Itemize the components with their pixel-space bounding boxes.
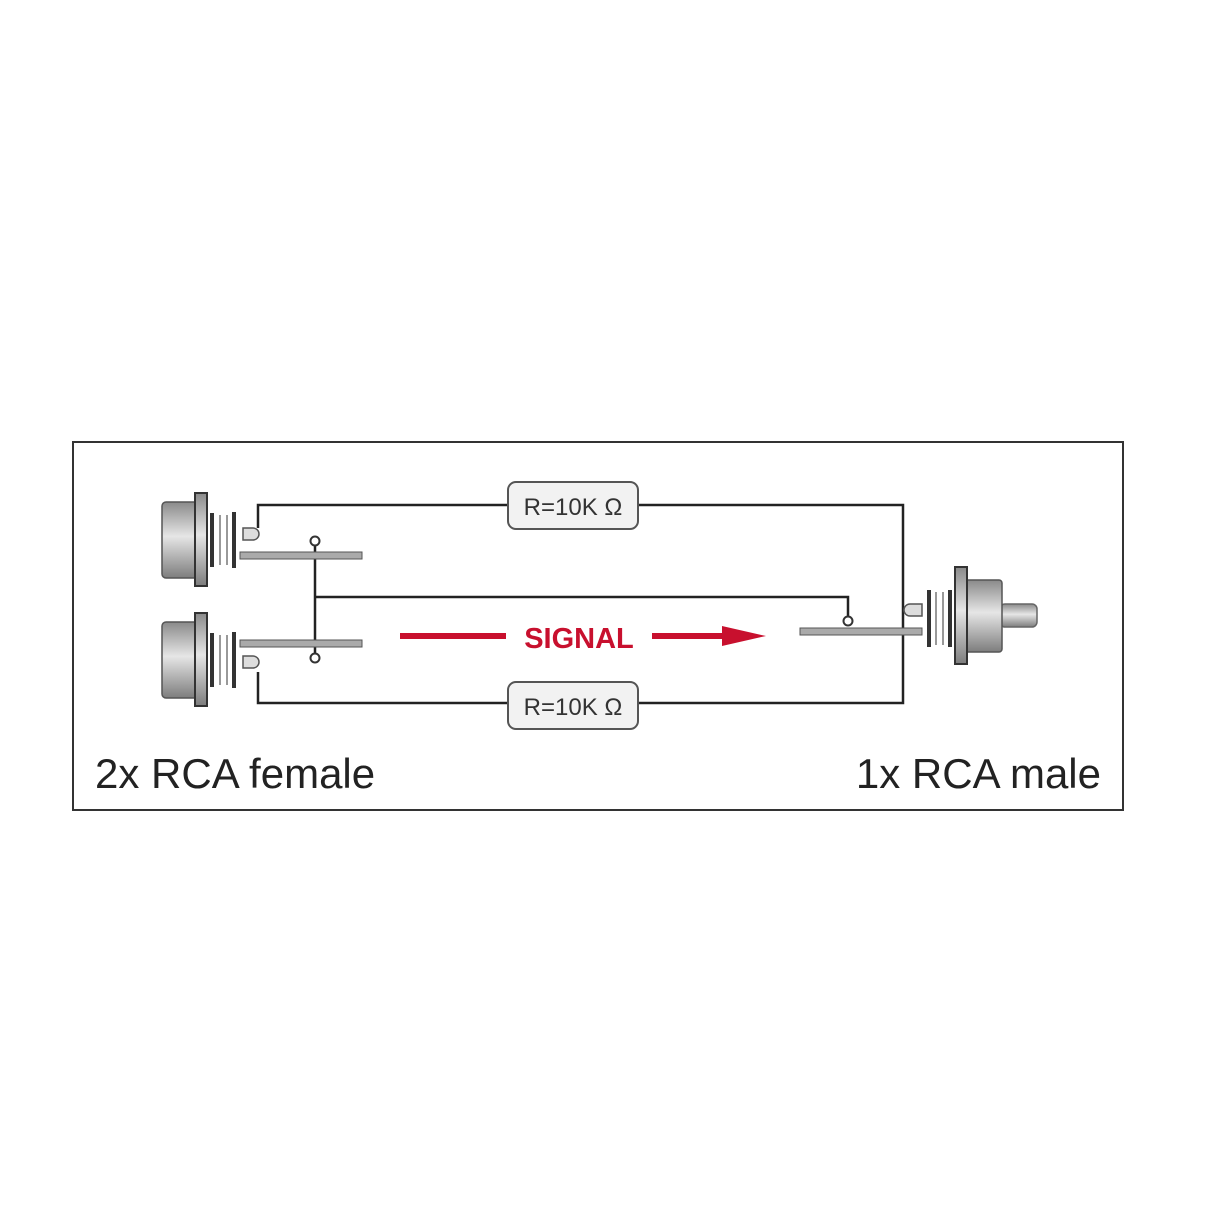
- resistor-top: R=10K Ω: [507, 481, 639, 530]
- rca-female-connector-2: [161, 612, 363, 707]
- right-connector-label: 1x RCA male: [856, 750, 1101, 797]
- rca-male-connector: [799, 566, 1038, 665]
- rca-female-connector-1: [161, 492, 363, 587]
- junction-dot: [309, 652, 321, 664]
- signal-arrow: SIGNAL: [400, 623, 766, 655]
- signal-label: SIGNAL: [524, 623, 634, 655]
- resistor-bottom-label: R=10K Ω: [524, 694, 623, 721]
- resistor-bottom: R=10K Ω: [507, 681, 639, 730]
- wiring: [256, 503, 905, 705]
- resistor-top-label: R=10K Ω: [524, 494, 623, 521]
- left-connector-label: 2x RCA female: [95, 750, 375, 797]
- junction-dot: [309, 535, 321, 547]
